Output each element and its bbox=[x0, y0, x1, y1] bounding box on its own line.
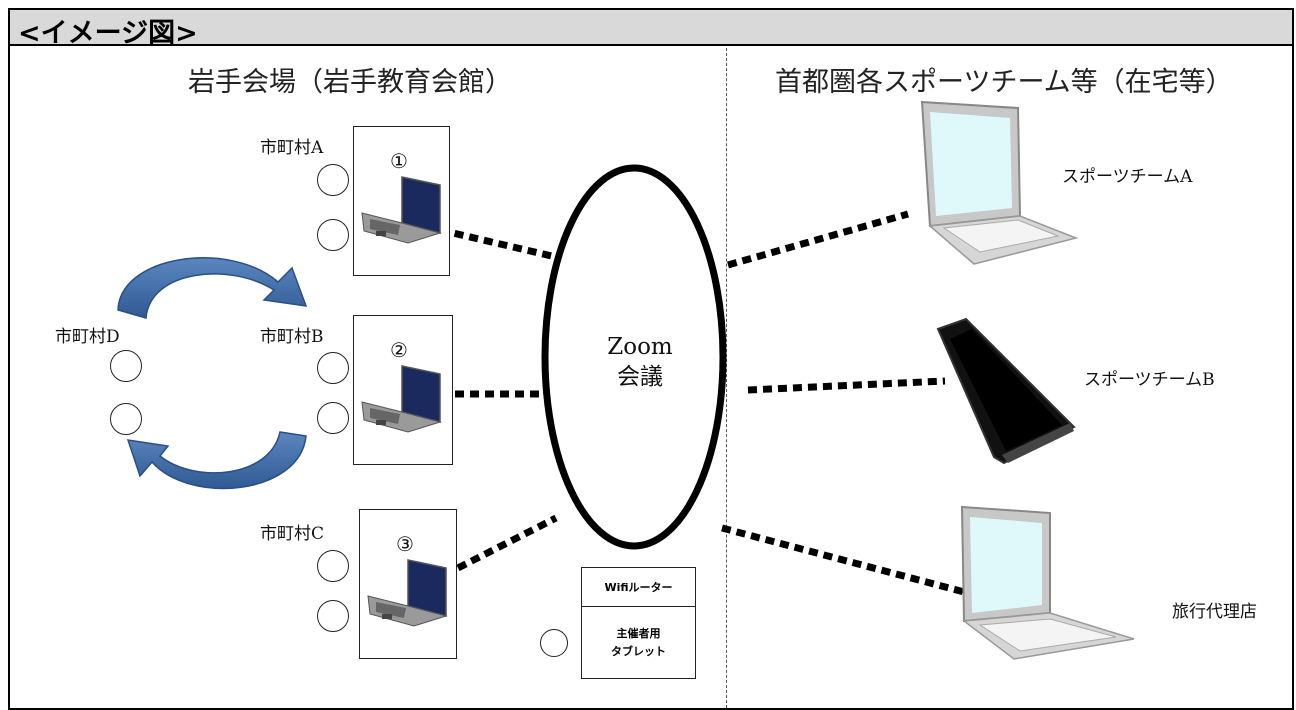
zoom-label: Zoom 会議 bbox=[595, 332, 685, 392]
tablet-line2: タブレット bbox=[611, 645, 666, 658]
link-travel-agency bbox=[721, 524, 969, 597]
laptop-icon bbox=[920, 100, 1079, 265]
seat-circle bbox=[110, 403, 142, 435]
link-station-c bbox=[456, 514, 558, 572]
tablet-label: 主催者用 タブレット bbox=[582, 607, 695, 679]
link-station-a bbox=[439, 226, 557, 261]
station-a-number: ① bbox=[390, 149, 408, 173]
station-c-number: ③ bbox=[396, 532, 414, 556]
laptop-icon bbox=[960, 505, 1135, 660]
router-label: Wifiルーター bbox=[582, 568, 695, 607]
seat-circle bbox=[317, 402, 349, 434]
link-team-a bbox=[727, 210, 909, 269]
zoom-ellipse bbox=[541, 164, 727, 550]
seat-circle bbox=[317, 352, 349, 384]
rotation-arrow-bottom bbox=[126, 431, 307, 490]
station-b-label: 市町村B bbox=[260, 327, 324, 347]
team-a-label: スポーツチームA bbox=[1062, 167, 1193, 187]
laptop-icon bbox=[361, 365, 442, 433]
station-a-box: ① bbox=[353, 126, 450, 276]
seat-circle bbox=[110, 350, 142, 382]
station-b-number: ② bbox=[390, 338, 408, 362]
group-d-label: 市町村D bbox=[55, 327, 120, 347]
right-section-title: 首都圏各スポーツチーム等（在宅等） bbox=[775, 67, 1233, 98]
seat-circle bbox=[317, 550, 349, 582]
header-bar: <イメージ図> bbox=[10, 10, 1292, 49]
tablet-line1: 主催者用 bbox=[616, 627, 661, 640]
station-c-box: ③ bbox=[359, 509, 457, 659]
smartphone-icon bbox=[936, 317, 1076, 465]
section-divider bbox=[726, 48, 727, 708]
seat-circle bbox=[317, 164, 349, 196]
laptop-icon bbox=[361, 176, 442, 244]
rotation-arrow-top bbox=[117, 257, 308, 319]
zoom-line2: 会議 bbox=[617, 364, 663, 390]
seat-circle bbox=[317, 219, 349, 251]
station-b-box: ② bbox=[353, 315, 453, 465]
seat-circle bbox=[317, 600, 349, 632]
laptop-icon bbox=[367, 559, 448, 627]
seat-circle bbox=[540, 629, 568, 657]
header-title: <イメージ図> bbox=[18, 18, 198, 49]
station-a-label: 市町村A bbox=[260, 138, 324, 158]
station-c-label: 市町村C bbox=[260, 524, 325, 544]
left-section-title: 岩手会場（岩手教育会館） bbox=[188, 67, 512, 98]
travel-agency-label: 旅行代理店 bbox=[1172, 602, 1257, 622]
link-team-b bbox=[747, 377, 946, 394]
zoom-line1: Zoom bbox=[607, 334, 673, 360]
router-box: Wifiルーター 主催者用 タブレット bbox=[581, 567, 696, 679]
team-b-label: スポーツチームB bbox=[1084, 370, 1215, 390]
